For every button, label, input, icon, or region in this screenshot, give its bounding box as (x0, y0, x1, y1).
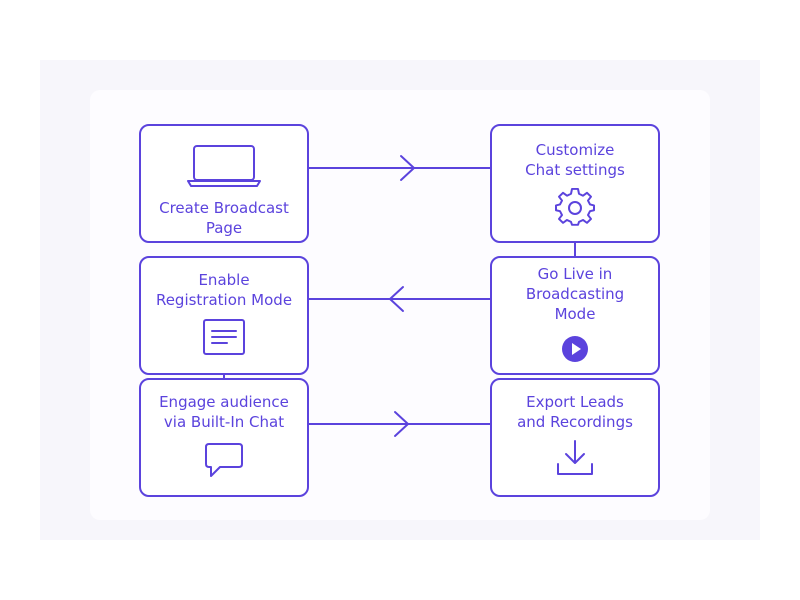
step-label: Go Live in Broadcasting Mode (525, 265, 625, 323)
step-create-broadcast-page: Create Broadcast Page (139, 124, 309, 243)
chat-bubble-icon (205, 443, 243, 477)
step-label: Create Broadcast Page (159, 199, 289, 237)
step-label: Engage audience via Built-In Chat (159, 393, 289, 431)
step-label: Export Leads and Recordings (517, 393, 633, 431)
step-customize-chat-settings: Customize Chat settings (490, 124, 660, 243)
form-icon (203, 319, 245, 355)
step-label: Enable Registration Mode (155, 271, 293, 309)
step-label: Customize Chat settings (525, 141, 625, 179)
arrow-engage-to-export (308, 411, 491, 437)
play-icon (562, 336, 588, 362)
laptop-icon (187, 145, 261, 187)
gear-icon (555, 187, 595, 226)
step-export-leads-recordings: Export Leads and Recordings (490, 378, 660, 497)
step-enable-registration-mode: Enable Registration Mode (139, 256, 309, 375)
arrow-create-to-customize (308, 155, 491, 181)
arrow-golive-to-registration (308, 286, 491, 312)
download-icon (557, 440, 593, 475)
step-engage-audience-chat: Engage audience via Built-In Chat (139, 378, 309, 497)
step-go-live-broadcasting: Go Live in Broadcasting Mode (490, 256, 660, 375)
